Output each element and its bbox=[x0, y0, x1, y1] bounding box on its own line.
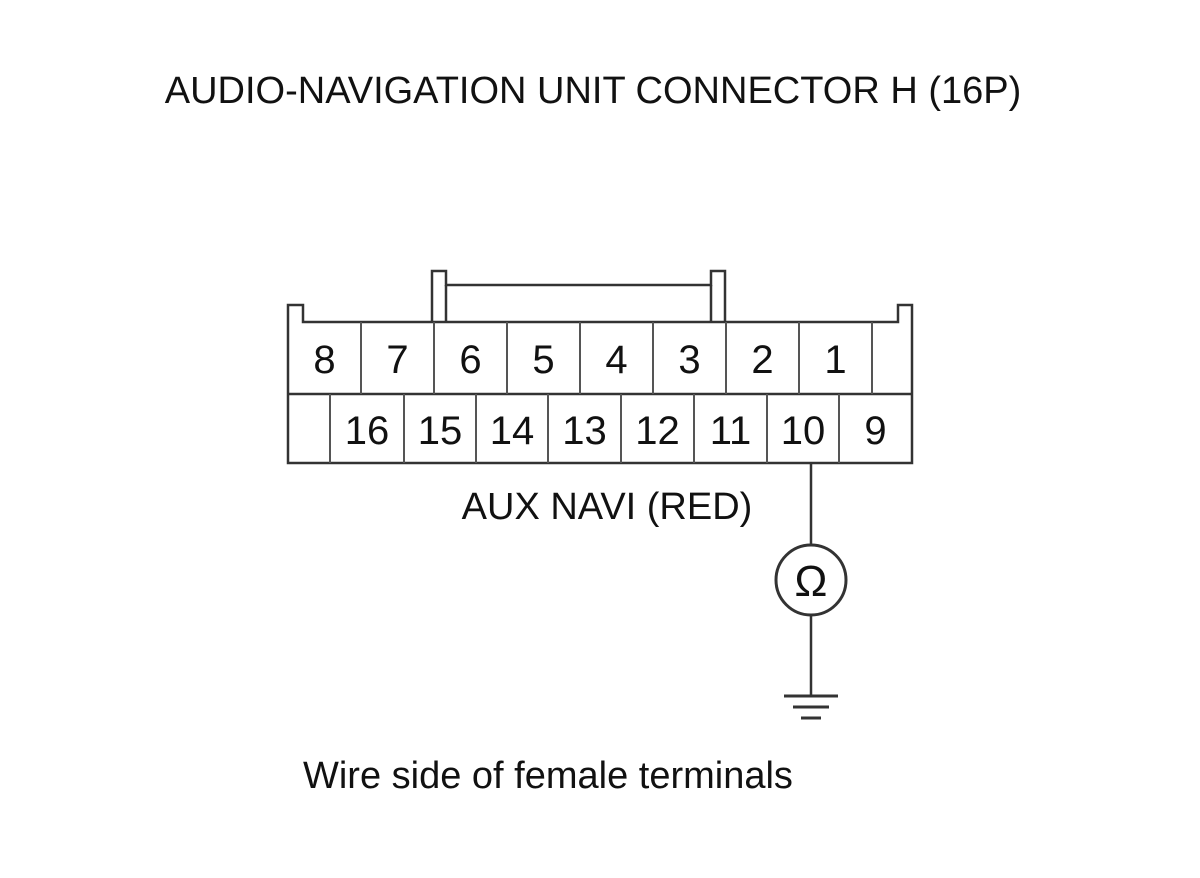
wire-label: AUX NAVI (RED) bbox=[462, 486, 753, 528]
terminal-4: 4 bbox=[605, 338, 627, 382]
terminal-8: 8 bbox=[313, 338, 335, 382]
ohmmeter-icon: Ω bbox=[774, 543, 848, 617]
terminal-5: 5 bbox=[532, 338, 554, 382]
terminal-10: 10 bbox=[781, 409, 826, 453]
connector-top-row: 8 7 6 5 4 3 2 1 bbox=[313, 322, 873, 394]
terminal-14: 14 bbox=[490, 409, 535, 453]
meter-symbol: Ω bbox=[795, 557, 828, 606]
terminal-12: 12 bbox=[635, 409, 680, 453]
terminal-16: 16 bbox=[345, 409, 390, 453]
terminal-13: 13 bbox=[562, 409, 607, 453]
diagram-title: AUDIO-NAVIGATION UNIT CONNECTOR H (16P) bbox=[165, 70, 1021, 112]
terminal-3: 3 bbox=[678, 338, 700, 382]
terminal-15: 15 bbox=[418, 409, 463, 453]
terminal-6: 6 bbox=[459, 338, 481, 382]
caption: Wire side of female terminals bbox=[303, 755, 793, 797]
ground-icon bbox=[784, 694, 838, 720]
terminal-9: 9 bbox=[864, 409, 886, 453]
terminal-1: 1 bbox=[824, 338, 846, 382]
terminal-11: 11 bbox=[710, 409, 752, 453]
terminal-7: 7 bbox=[386, 338, 408, 382]
connector-bottom-row: 16 15 14 13 12 11 10 9 bbox=[329, 394, 887, 463]
terminal-2: 2 bbox=[751, 338, 773, 382]
connector-housing bbox=[286, 269, 914, 465]
